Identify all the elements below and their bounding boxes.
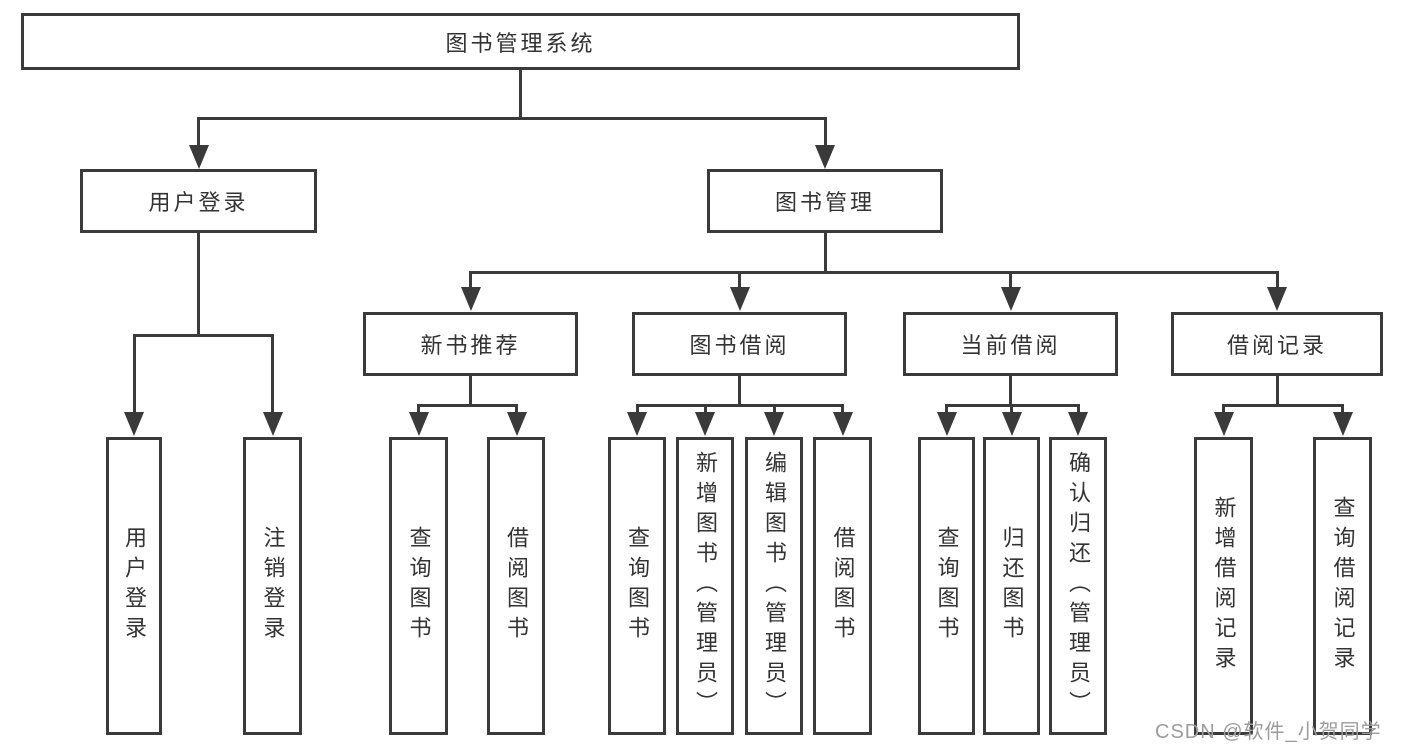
arrow-into-cb-confirm bbox=[1068, 412, 1088, 436]
connector-cb-down bbox=[1009, 376, 1012, 407]
leaf-label: 查询图书 bbox=[625, 526, 650, 646]
leaf-br-query-record: 查询借阅记录 bbox=[1313, 437, 1372, 735]
leaf-bb-add-books-admin: 新增图书（管理员） bbox=[676, 437, 734, 735]
leaf-cb-query-books: 查询图书 bbox=[918, 437, 975, 735]
leaf-bb-query-books: 查询图书 bbox=[608, 437, 666, 735]
node-label: 用户登录 bbox=[148, 190, 249, 215]
connector-leaf-stem bbox=[772, 404, 776, 416]
connector-l3-stem bbox=[1009, 271, 1012, 290]
connector-book-mgmt-split bbox=[469, 271, 1278, 274]
arrow-into-cb-query bbox=[936, 412, 957, 436]
arrow-into-current-borrow bbox=[1000, 287, 1021, 311]
leaf-label: 编辑图书（管理员） bbox=[762, 451, 787, 721]
arrow-into-br-add bbox=[1213, 412, 1234, 436]
node-user-login: 用户登录 bbox=[80, 169, 317, 233]
arrow-into-bb-add bbox=[695, 412, 715, 436]
node-borrow-records: 借阅记录 bbox=[1171, 312, 1383, 376]
node-label: 当前借阅 bbox=[960, 333, 1061, 358]
csdn-watermark: CSDN @软件_小贺同学 bbox=[1155, 721, 1382, 743]
leaf-label: 新增借阅记录 bbox=[1211, 496, 1237, 676]
leaf-label: 借阅图书 bbox=[830, 526, 856, 646]
leaf-bb-edit-books-admin: 编辑图书（管理员） bbox=[745, 437, 803, 735]
arrow-into-leaf-logout bbox=[262, 412, 283, 436]
connector-l3-stem bbox=[469, 271, 472, 290]
connector-l3-stem bbox=[1275, 271, 1279, 290]
node-label: 图书借阅 bbox=[689, 333, 790, 358]
connector-br-split bbox=[1222, 404, 1344, 407]
connector-leaf-stem bbox=[417, 404, 420, 416]
node-new-book-recommend: 新书推荐 bbox=[363, 312, 578, 376]
connector-user-login-down bbox=[197, 233, 200, 337]
arrow-into-bb-edit bbox=[764, 412, 784, 436]
connector-leaf-stem bbox=[1222, 404, 1225, 416]
connector-leaf-stem bbox=[515, 404, 518, 416]
connector-book-mgmt-stem bbox=[823, 117, 827, 148]
leaf-br-add-record: 新增借阅记录 bbox=[1194, 437, 1253, 735]
connector-bb-split bbox=[635, 404, 844, 407]
connector-leaf-stem bbox=[1341, 404, 1344, 416]
connector-root-stem bbox=[519, 70, 522, 119]
connector-br-down bbox=[1275, 376, 1279, 407]
arrow-into-book-borrow bbox=[729, 287, 750, 311]
connector-bb-down bbox=[738, 376, 741, 407]
connector-leaf-stem bbox=[132, 334, 136, 415]
arrow-into-nbr-query bbox=[408, 412, 429, 436]
node-book-borrow: 图书借阅 bbox=[632, 312, 847, 376]
node-label: 图书管理 bbox=[774, 190, 875, 215]
leaf-cb-return-books: 归还图书 bbox=[983, 437, 1040, 735]
connector-leaf-stem bbox=[271, 334, 274, 415]
arrow-into-leaf-user-login bbox=[124, 412, 144, 436]
leaf-label: 用户登录 bbox=[122, 526, 147, 646]
leaf-cb-confirm-return-admin: 确认归还（管理员） bbox=[1049, 437, 1107, 735]
leaf-nbr-borrow-books: 借阅图书 bbox=[487, 437, 545, 735]
leaf-label: 确认归还（管理员） bbox=[1066, 451, 1091, 721]
connector-leaf-stem bbox=[945, 404, 948, 416]
connector-leaf-stem bbox=[635, 404, 639, 416]
node-label: 借阅记录 bbox=[1226, 333, 1327, 358]
leaf-label: 新增图书（管理员） bbox=[693, 451, 718, 721]
arrow-into-cb-return bbox=[1001, 412, 1022, 436]
leaf-label: 注销登录 bbox=[260, 526, 286, 646]
arrow-into-user-login bbox=[188, 145, 209, 169]
node-label: 图书管理系统 bbox=[445, 30, 596, 56]
connector-nbr-down bbox=[469, 376, 472, 407]
arrow-into-borrow-records bbox=[1267, 287, 1287, 311]
leaf-user-login: 用户登录 bbox=[106, 437, 162, 735]
leaf-label: 借阅图书 bbox=[504, 526, 529, 646]
connector-l3-stem bbox=[738, 271, 741, 290]
arrow-into-nbr-borrow bbox=[506, 412, 527, 436]
leaf-label: 查询借阅记录 bbox=[1330, 496, 1356, 676]
leaf-bb-borrow-books: 借阅图书 bbox=[813, 437, 872, 735]
arrow-into-bb-query bbox=[627, 412, 647, 436]
leaf-label: 查询图书 bbox=[934, 526, 960, 646]
connector-leaf-stem bbox=[841, 404, 844, 416]
node-current-borrow: 当前借阅 bbox=[903, 312, 1118, 376]
node-library-management-system: 图书管理系统 bbox=[21, 13, 1020, 70]
connector-leaf-stem bbox=[703, 404, 707, 416]
connector-leaf-stem bbox=[1010, 404, 1013, 416]
node-label: 新书推荐 bbox=[420, 333, 521, 358]
leaf-label: 归还图书 bbox=[999, 526, 1025, 646]
arrow-into-book-mgmt bbox=[815, 145, 835, 169]
node-book-management: 图书管理 bbox=[707, 169, 943, 233]
arrow-into-bb-borrow bbox=[832, 412, 853, 436]
arrow-into-new-book-recommend bbox=[460, 287, 481, 311]
connector-user-login-stem bbox=[197, 117, 200, 148]
leaf-nbr-query-books: 查询图书 bbox=[389, 437, 448, 735]
connector-book-mgmt-down bbox=[823, 233, 827, 274]
connector-user-login-split bbox=[132, 334, 274, 337]
leaf-label: 查询图书 bbox=[406, 526, 432, 646]
connector-leaf-stem bbox=[1076, 404, 1080, 416]
connector-root-split bbox=[197, 117, 827, 120]
connector-nbr-split bbox=[417, 404, 518, 407]
leaf-logout: 注销登录 bbox=[243, 437, 302, 735]
arrow-into-br-query bbox=[1332, 412, 1353, 436]
